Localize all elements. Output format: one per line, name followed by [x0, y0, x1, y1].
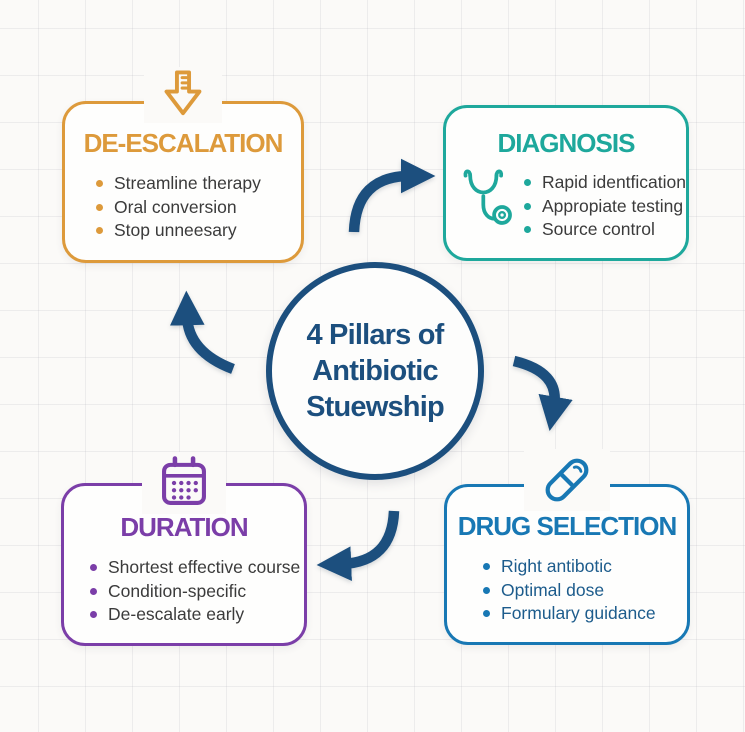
bullet-dot: [483, 563, 490, 571]
list-item: Appropiate testing: [524, 195, 686, 219]
list-item: Rapid identfication: [524, 171, 686, 195]
bullet-text: Optimal dose: [501, 579, 605, 600]
bullet-list-duration: Shortest effective course Condition-spec…: [90, 556, 304, 627]
list-item: Condition-specific: [90, 580, 304, 604]
arrow-drug-selection-to-duration: [316, 510, 400, 581]
bullet-dot: [96, 180, 103, 188]
bullet-dot: [524, 226, 531, 234]
pillar-box-de-escalation: DE-ESCALATION Streamline therapy Oral co…: [62, 67, 304, 263]
bullet-dot: [524, 202, 531, 210]
bullet-dot: [96, 203, 103, 211]
center-title-line3: Stuewship: [306, 391, 445, 423]
center-title-line1: 4 Pillars of: [306, 319, 444, 351]
bullet-text: Appropiate testing: [542, 195, 684, 216]
bullet-dot: [483, 610, 490, 618]
pillar-box-drug-selection: DRUG SELECTION Right antibotic Optimal d…: [444, 449, 690, 645]
bullet-text: De-escalate early: [108, 604, 245, 624]
bullet-text: Rapid identfication: [542, 172, 686, 192]
bullet-dot: [96, 227, 103, 235]
list-item: Oral conversion: [96, 196, 301, 220]
arrow-duration-to-de-escalation: [169, 290, 235, 374]
bullet-text: Right antibotic: [501, 556, 612, 576]
pill-icon: [524, 449, 610, 511]
pillar-title-drug-selection: DRUG SELECTION: [457, 511, 678, 541]
list-item: Shortest effective course: [90, 556, 304, 580]
list-item: Stop unneesary: [96, 219, 301, 243]
arrow-diagnosis-to-drug-selection: [512, 355, 573, 432]
bullet-text: Streamline therapy: [114, 173, 261, 193]
bullet-dot: [524, 179, 531, 187]
bullet-text: Source control: [542, 219, 655, 239]
diagnosis-content-row: Rapid identfication Appropiate testing S…: [446, 159, 686, 242]
pillar-box-duration: DURATION Shortest effective course Condi…: [61, 452, 307, 646]
list-item: Source control: [524, 218, 686, 242]
center-title: 4 Pillars of Antibiotic Stuewship: [306, 317, 445, 425]
list-item: Formulary guidance: [483, 602, 687, 626]
center-title-line2: Antibiotic: [312, 355, 439, 387]
calendar-icon: [142, 452, 226, 514]
stethoscope-icon: [458, 165, 518, 235]
down-arrow-icon: [144, 67, 222, 123]
bullet-text: Oral conversion: [114, 196, 237, 217]
list-item: Streamline therapy: [96, 172, 301, 196]
list-item: Optimal dose: [483, 579, 687, 603]
bullet-dot: [483, 586, 490, 594]
list-item: Right antibotic: [483, 555, 687, 579]
bullet-list-diagnosis: Rapid identfication Appropiate testing S…: [524, 171, 686, 242]
pillar-box-diagnosis: DIAGNOSIS Rapid identfication Appropiate…: [443, 105, 689, 261]
bullet-list-drug-selection: Right antibotic Optimal dose Formulary g…: [483, 555, 687, 626]
bullet-dot: [90, 611, 97, 619]
list-item: De-escalate early: [90, 603, 304, 627]
bullet-dot: [90, 587, 97, 595]
arrow-de-escalation-to-diagnosis: [348, 158, 436, 233]
bullet-list-de-escalation: Streamline therapy Oral conversion Stop …: [96, 172, 301, 243]
pillar-title-de-escalation: DE-ESCALATION: [83, 128, 284, 158]
bullet-text: Condition-specific: [108, 580, 247, 601]
pillar-title-duration: DURATION: [120, 512, 248, 542]
bullet-text: Stop unneesary: [114, 220, 237, 240]
bullet-text: Formulary guidance: [501, 603, 656, 623]
center-circle: 4 Pillars of Antibiotic Stuewship: [266, 262, 484, 480]
bullet-dot: [90, 564, 97, 572]
pillar-title-diagnosis: DIAGNOSIS: [497, 128, 636, 158]
bullet-text: Shortest effective course: [108, 557, 301, 577]
